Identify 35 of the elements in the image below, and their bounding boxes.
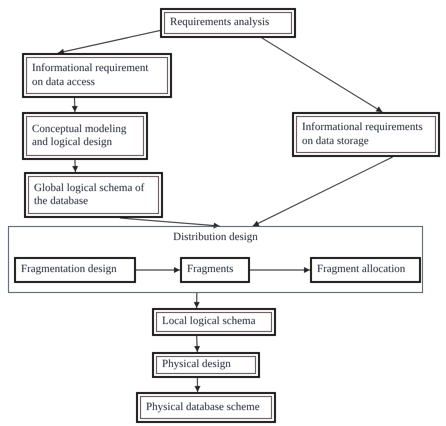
arrow: [194, 336, 200, 352]
box-label: Physical database scheme: [146, 400, 260, 414]
arrow: [250, 267, 310, 273]
arrow: [72, 98, 78, 112]
arrow: [262, 38, 383, 112]
process-box: [136, 392, 276, 423]
group-frame: [8, 226, 423, 293]
process-box: [22, 112, 148, 160]
process-box: [24, 172, 163, 218]
box-label: Requirements analysis: [170, 16, 270, 30]
process-box: [152, 352, 260, 378]
box-label: Local logical schema: [162, 315, 256, 329]
box-label: Fragment allocation: [317, 263, 406, 277]
group-title: Distribution design: [173, 231, 258, 244]
arrow: [194, 292, 200, 308]
arrow: [194, 378, 200, 392]
process-box: [180, 257, 250, 283]
arrow: [72, 160, 78, 172]
arrow: [136, 267, 180, 273]
arrow: [58, 30, 160, 55]
box-label: Informational requirement on data access: [32, 62, 150, 89]
process-box: [152, 308, 276, 336]
box-label: Fragments: [187, 263, 234, 277]
process-box: [22, 53, 172, 98]
process-box: [292, 112, 440, 157]
process-box: [310, 257, 421, 283]
process-box: [14, 257, 136, 283]
box-label: Conceptual modeling and logical design: [32, 122, 128, 150]
box-label: Fragmentation design: [21, 263, 117, 277]
box-label: Informational requirements on data storage: [302, 121, 424, 148]
arrow: [119, 218, 220, 228]
arrow: [252, 156, 394, 226]
process-box: [160, 8, 296, 38]
box-label: Global logical schema of the database: [34, 182, 146, 208]
box-label: Physical design: [162, 358, 231, 372]
